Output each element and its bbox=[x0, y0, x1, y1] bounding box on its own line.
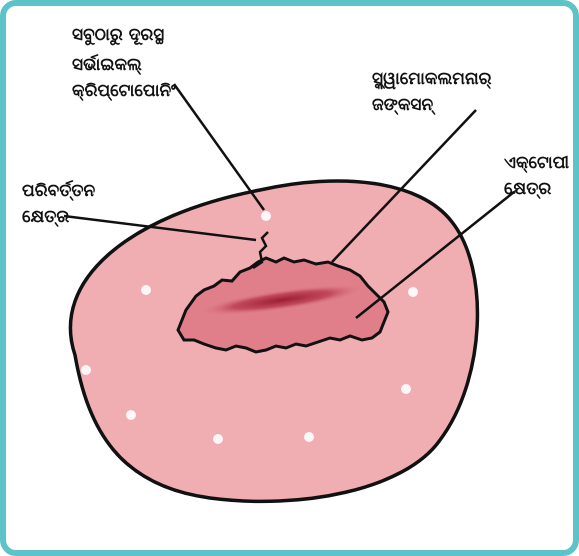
label-cryptopening: ସବୁଠାରୁ ଦୂରସ୍ଥ ସର୍ଭାଇକଲ୍ କ୍ରିପ୍ଟୋପୋନିଂ bbox=[72, 25, 176, 102]
leader-cryptopening bbox=[174, 84, 264, 210]
label-transformation-zone: ପରିବର୍ତ୍ତନ କ୍ଷେତ୍ର bbox=[22, 179, 101, 228]
label-ectopy-zone: ଏକ୍ଟୋପୀ କ୍ଷେତ୍ର bbox=[504, 153, 575, 200]
label-squamocolumnar-junction: ସ୍କ୍ୱାମୋକଲମନାର୍ ଜଙ୍କସନ୍ bbox=[372, 69, 497, 116]
